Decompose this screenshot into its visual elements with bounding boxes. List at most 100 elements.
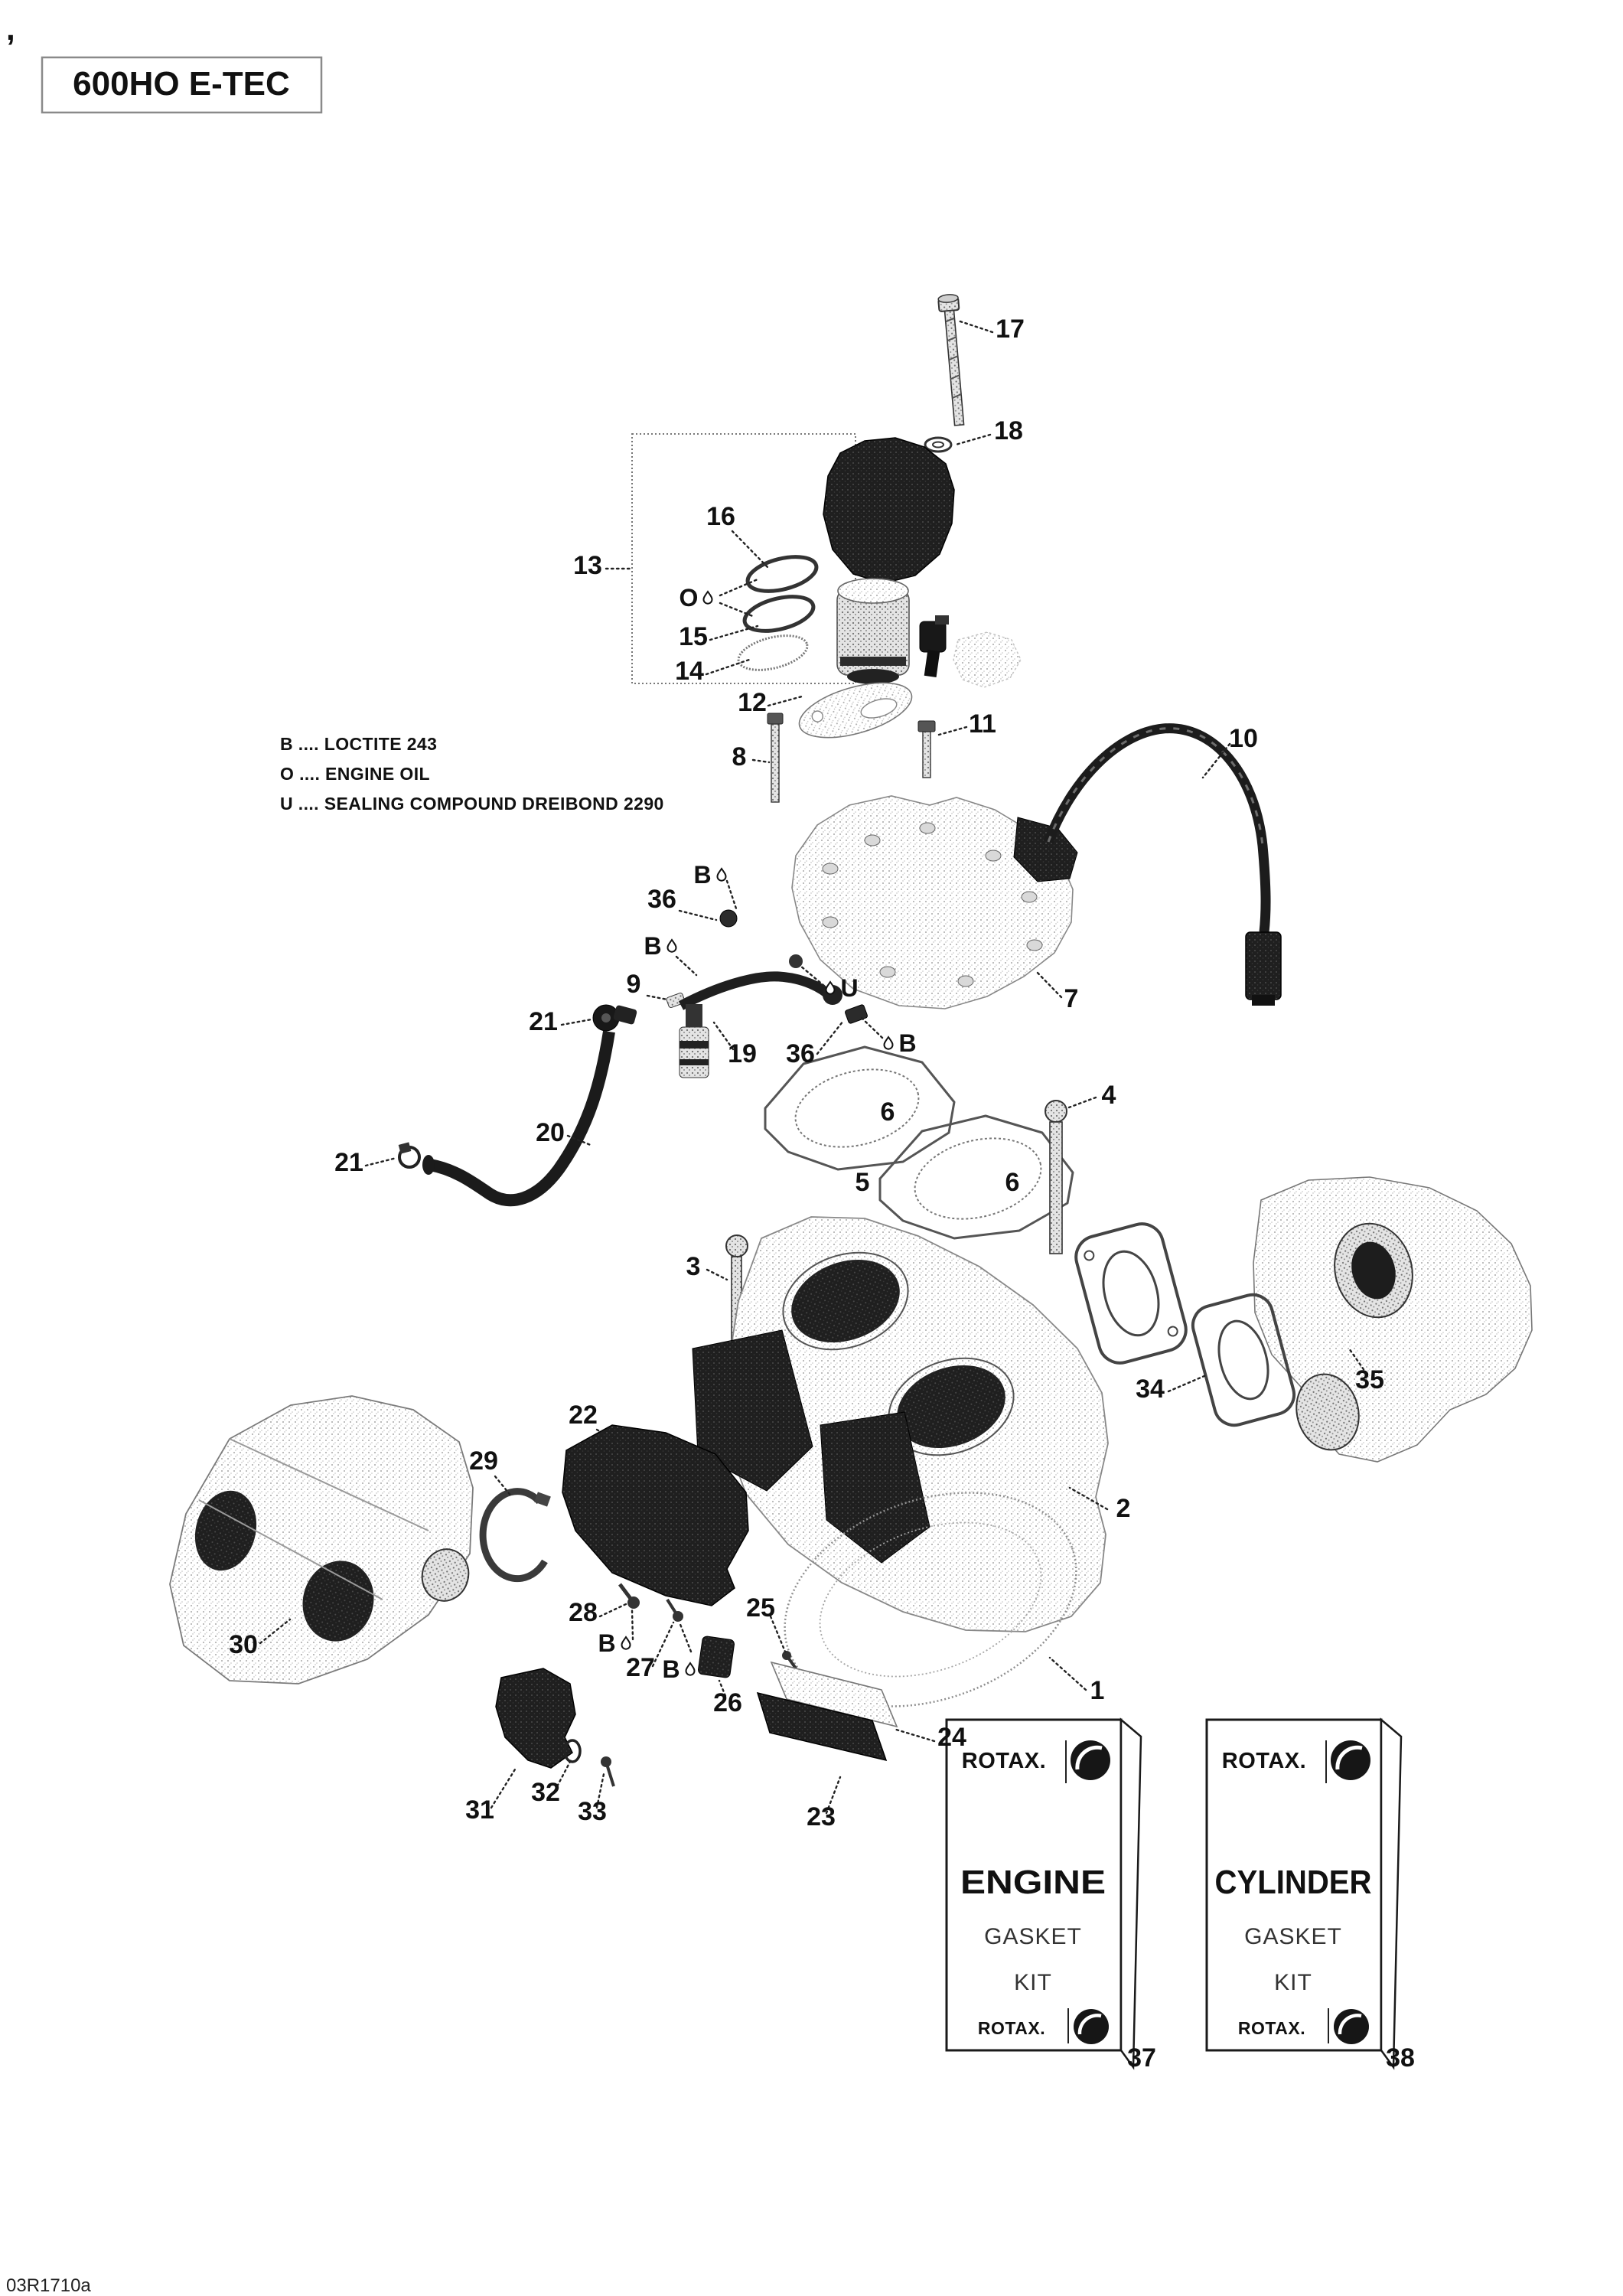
droplet-icon: [702, 591, 713, 605]
callout-B1: B: [693, 861, 711, 889]
reed-valve-body-22: [562, 1424, 749, 1606]
kit-title: CYLINDER: [1215, 1864, 1372, 1901]
sensor-cable-10: [1043, 723, 1282, 1006]
callout-5: 5: [855, 1168, 870, 1197]
washer-18: [924, 436, 953, 453]
callout-6b: 6: [1005, 1168, 1020, 1197]
engine-gasket-kit-box: ROTAX. ENGINE GASKET KIT ROTAX.: [945, 1717, 1142, 2070]
callout-38: 38: [1386, 2043, 1415, 2073]
kit-sub2: KIT: [1014, 1970, 1052, 1995]
callout-20: 20: [536, 1118, 565, 1147]
callout-1: 1: [1090, 1676, 1105, 1705]
exhaust-gasket-34a: [1074, 1222, 1188, 1365]
rotax-brand-bottom: ROTAX.: [1238, 2018, 1305, 2038]
callout-25: 25: [746, 1593, 775, 1623]
screw-33: [601, 1756, 615, 1787]
callout-28: 28: [569, 1598, 598, 1627]
cable-guide-26: [698, 1636, 735, 1678]
callout-35: 35: [1355, 1365, 1384, 1394]
callout-3: 3: [686, 1252, 701, 1281]
kit-title: ENGINE: [960, 1864, 1106, 1901]
callout-21b: 21: [334, 1148, 363, 1177]
callout-7: 7: [1064, 984, 1079, 1013]
oil-canister: [836, 578, 910, 684]
cylinder-head-screw-17: [937, 294, 965, 426]
callout-36a: 36: [647, 885, 676, 914]
callout-17: 17: [996, 315, 1025, 344]
title-block: 600HO E-TEC: [41, 56, 323, 114]
solenoid-31: [495, 1668, 576, 1769]
callout-10: 10: [1229, 724, 1258, 753]
callout-21a: 21: [529, 1007, 558, 1036]
callout-33: 33: [578, 1797, 607, 1826]
o-ring-32: [563, 1739, 582, 1763]
legend-sealing-compound: U .... SEALING COMPOUND DREIBOND 2290: [280, 794, 664, 814]
callout-8: 8: [732, 742, 747, 771]
callout-12: 12: [738, 688, 767, 717]
brp-logo-icon: [1334, 2009, 1369, 2044]
callout-B5: B: [662, 1655, 680, 1683]
detail-box-13: [631, 433, 856, 684]
head-gasket-ring-5: [878, 1114, 1074, 1240]
callout-13: 13: [573, 551, 602, 580]
page-title: 600HO E-TEC: [73, 65, 290, 103]
exhaust-gasket-34b: [1191, 1293, 1296, 1427]
callout-26: 26: [713, 1688, 742, 1717]
callout-O: O: [680, 584, 699, 612]
reed-plate-24: [770, 1661, 898, 1728]
droplet-icon: [666, 939, 677, 953]
throttle-body-30: [169, 1395, 474, 1684]
rotax-brand: ROTAX.: [1222, 1749, 1306, 1773]
brp-logo-icon: [1071, 1740, 1110, 1780]
callout-labels: 17 18 13 16 O 15 14 12 11 8 10 7 B 36 B …: [229, 315, 1415, 2073]
droplet-icon: [685, 1662, 696, 1676]
callout-11: 11: [969, 709, 996, 739]
callout-4: 4: [1102, 1081, 1116, 1110]
callout-U: U: [840, 974, 858, 1002]
legend-loctite: B .... LOCTITE 243: [280, 734, 437, 754]
valve-cover: [823, 437, 955, 584]
rotax-brand: ROTAX.: [962, 1749, 1046, 1773]
droplet-icon: [621, 1636, 631, 1650]
corner-mark: ,: [6, 11, 15, 47]
legend: B .... LOCTITE 243 O .... ENGINE OIL U .…: [280, 734, 664, 814]
callout-2: 2: [1116, 1494, 1131, 1523]
brp-logo-icon: [1074, 2009, 1109, 2044]
callout-14: 14: [675, 657, 704, 686]
callout-23: 23: [807, 1802, 836, 1831]
callout-19: 19: [728, 1039, 757, 1068]
kit-sub1: GASKET: [984, 1924, 1082, 1949]
injector: [919, 615, 949, 677]
reed-cage-rear: [820, 1411, 930, 1564]
coolant-hose-20: [422, 1030, 615, 1207]
legend-engine-oil: O .... ENGINE OIL: [280, 764, 430, 784]
callout-16: 16: [706, 502, 735, 531]
callout-18: 18: [994, 416, 1023, 445]
droplet-icon: [883, 1036, 894, 1050]
callout-34: 34: [1136, 1375, 1165, 1404]
box-fold: [1119, 1717, 1142, 2070]
cylinder-block: [692, 1216, 1109, 1632]
screw-25: [782, 1651, 797, 1670]
brp-logo-icon: [1331, 1740, 1370, 1780]
plug-36: [845, 1004, 868, 1024]
callout-B3: B: [898, 1029, 916, 1057]
callout-9: 9: [627, 970, 641, 999]
fuel-hose-19: [678, 971, 842, 1078]
head-cover-screw-11: [917, 720, 936, 778]
reed-plate-23: [756, 1691, 888, 1762]
callout-36b: 36: [786, 1039, 815, 1068]
callout-31: 31: [465, 1795, 494, 1825]
kit-sub2: KIT: [1274, 1970, 1312, 1995]
sealing-boss-u: [789, 954, 803, 968]
doc-code: 03R1710a: [6, 2275, 91, 2296]
cylinder-head-cover: [791, 795, 1078, 1009]
callout-6a: 6: [881, 1097, 895, 1127]
droplet-icon: [825, 981, 836, 995]
gasket-12: [798, 682, 913, 739]
o-ring-16: [745, 555, 819, 593]
exhaust-manifold-35: [1253, 1176, 1533, 1463]
o-ring-14: [737, 634, 809, 671]
head-gasket-ring-6: [764, 1045, 956, 1171]
